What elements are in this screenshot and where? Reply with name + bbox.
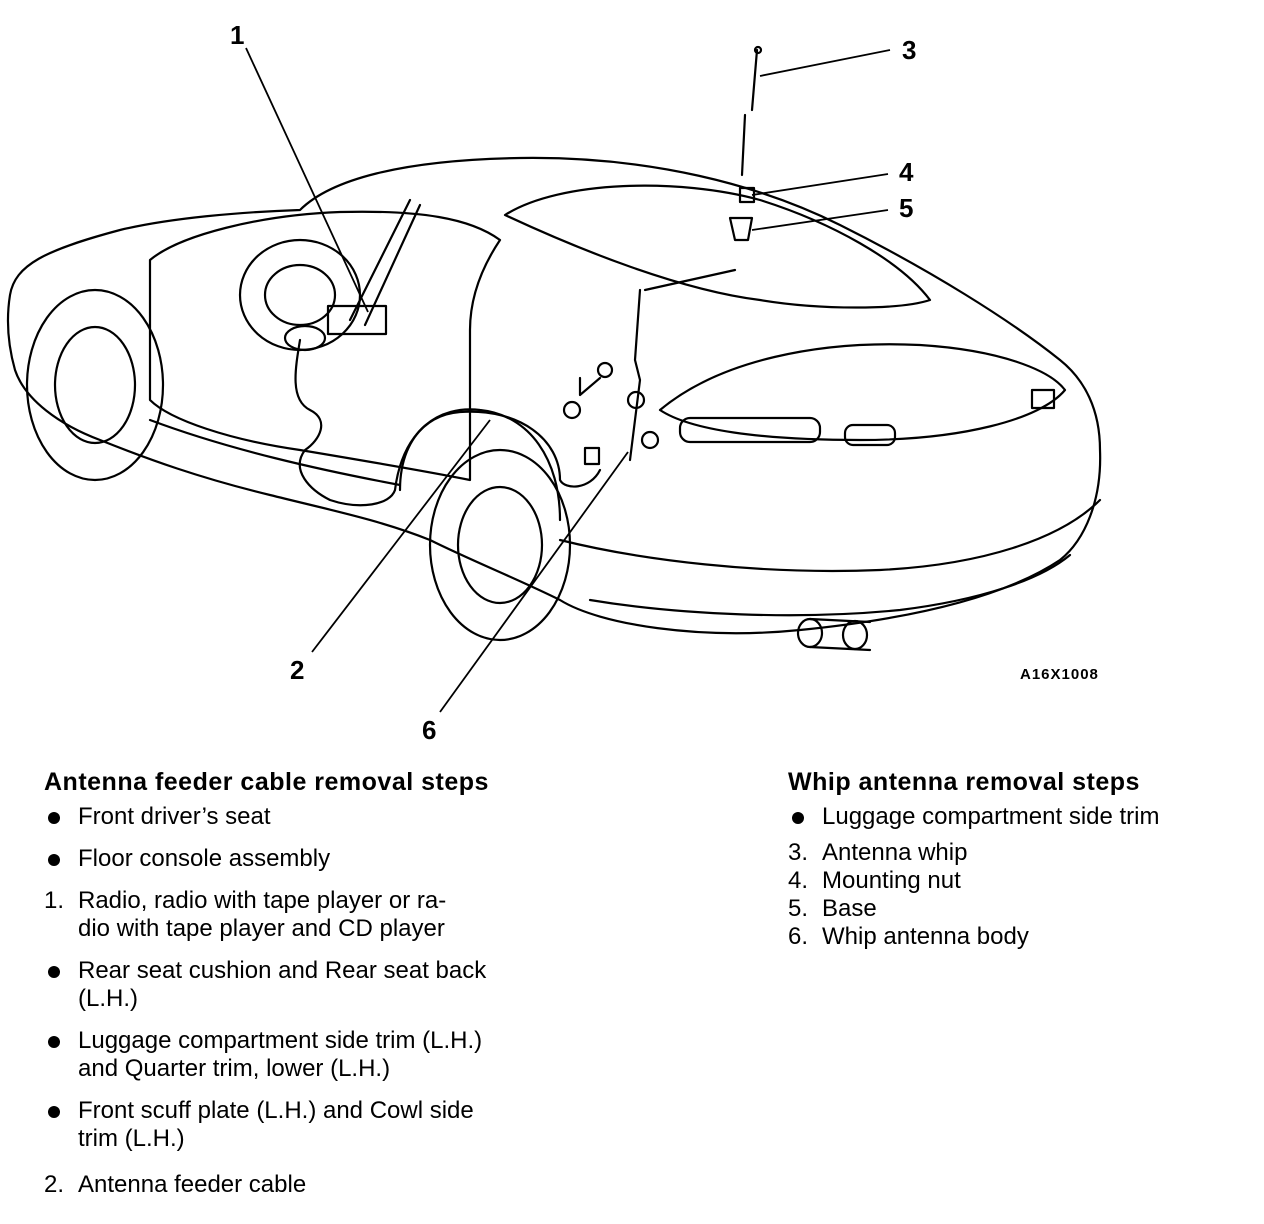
leader-line-2	[311, 419, 491, 653]
list-number: 4.	[788, 867, 809, 894]
list-number: 5.	[788, 895, 809, 922]
list-item: 2. Antenna feeder cable	[44, 1171, 564, 1199]
list-item-text: Whip antenna body	[822, 923, 1029, 950]
list-item-text: Front scuff plate (L.H.) and Cowl side	[78, 1097, 474, 1124]
list-item: Front driver’s seat	[44, 803, 564, 831]
list-item-text: Base	[822, 895, 877, 922]
callout-5: 5	[899, 193, 914, 223]
list-item: 4. Mounting nut	[788, 867, 1248, 895]
list-item-text: dio with tape player and CD player	[78, 915, 445, 942]
list-item-text: Antenna feeder cable	[78, 1171, 307, 1198]
bullet-icon	[44, 803, 74, 831]
list-number: 2.	[44, 1171, 65, 1198]
leader-line-6	[439, 451, 629, 713]
bullet-icon	[44, 1097, 74, 1125]
list-item: Front scuff plate (L.H.) and Cowl side t…	[44, 1097, 564, 1153]
tail-light-left	[678, 416, 822, 444]
whip-section-title: Whip antenna removal steps	[788, 768, 1140, 796]
trunk-lid	[658, 343, 1067, 442]
list-item: 5. Base	[788, 895, 1248, 923]
list-number: 6.	[788, 923, 809, 950]
bullet-icon	[44, 1027, 74, 1055]
list-number: 1.	[44, 887, 65, 914]
bullet-icon	[44, 845, 74, 873]
list-item-text: Mounting nut	[822, 867, 961, 894]
list-item-text: (L.H.)	[78, 985, 138, 1012]
list-item: 1. Radio, radio with tape player or ra- …	[44, 887, 564, 943]
bullet-icon	[44, 957, 74, 985]
callout-4: 4	[899, 157, 914, 187]
list-item-text: Radio, radio with tape player or ra-	[78, 887, 447, 914]
list-item: Luggage compartment side trim	[788, 803, 1248, 831]
list-item: Luggage compartment side trim (L.H.) and…	[44, 1027, 564, 1083]
feeder-cable	[294, 338, 602, 507]
list-number: 3.	[788, 839, 809, 866]
antenna-whip	[740, 48, 759, 177]
list-item: Floor console assembly	[44, 845, 564, 873]
list-item: Rear seat cushion and Rear seat back (L.…	[44, 957, 564, 1013]
list-item-text: Luggage compartment side trim (L.H.)	[78, 1027, 483, 1054]
list-item-text: Floor console assembly	[78, 845, 331, 872]
leader-line-3	[759, 49, 891, 77]
list-item-text: Front driver’s seat	[78, 803, 271, 830]
list-item-text: trim (L.H.)	[78, 1125, 185, 1152]
rear-window	[503, 184, 932, 309]
front-wheel	[25, 288, 165, 482]
cabin-opening	[148, 210, 502, 482]
list-item-text: Luggage compartment side trim	[822, 803, 1160, 830]
callout-2: 2	[290, 655, 305, 685]
car-antenna-illustration	[6, 45, 1102, 713]
leader-line-1	[245, 47, 369, 313]
leader-line-5	[751, 209, 889, 231]
car-body-outline	[6, 156, 1102, 635]
rear-wheel	[428, 448, 572, 642]
callout-3: 3	[902, 35, 917, 65]
callout-1: 1	[230, 20, 245, 50]
antenna-base	[728, 216, 754, 242]
callout-6: 6	[422, 715, 437, 745]
whip-antenna-body	[628, 268, 737, 462]
feeder-cable-steps: Antenna feeder cable removal steps Front…	[44, 768, 564, 1199]
list-item: 3. Antenna whip	[788, 839, 1248, 867]
figure-code: A16X1008	[1020, 666, 1099, 683]
list-item: 6. Whip antenna body	[788, 923, 1248, 951]
whip-antenna-steps: Whip antenna removal steps Luggage compa…	[788, 768, 1248, 951]
list-item-text: Antenna whip	[822, 839, 968, 866]
rear-bumper	[558, 498, 1102, 573]
bullet-icon	[788, 803, 818, 831]
leader-line-4	[751, 173, 889, 196]
tail-light-right	[843, 423, 897, 447]
list-item-text: and Quarter trim, lower (L.H.)	[78, 1055, 391, 1082]
feeder-section-title: Antenna feeder cable removal steps	[44, 768, 489, 796]
list-item-text: Rear seat cushion and Rear seat back	[78, 957, 487, 984]
exhaust-pipes	[796, 617, 872, 652]
radio-unit	[326, 304, 388, 336]
